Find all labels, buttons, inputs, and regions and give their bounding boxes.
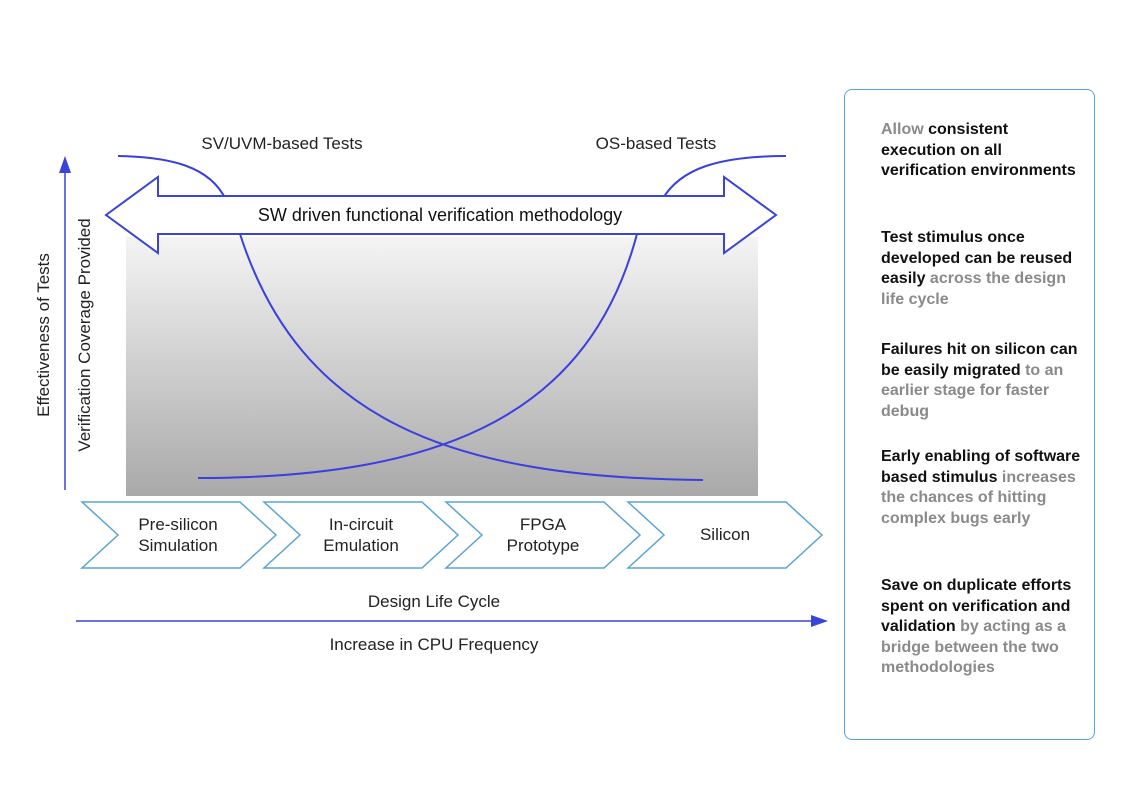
benefit-muted-text: to an earlier stage for faster debug <box>881 361 1064 420</box>
design-life-cycle-label: Design Life Cycle <box>368 592 500 611</box>
stage-label-line2: Simulation <box>138 536 217 555</box>
methodology-arrow-label: SW driven functional verification method… <box>258 205 622 225</box>
stage-silicon: Silicon <box>626 501 824 569</box>
benefit-item: Test stimulus once developed can be reus… <box>881 228 1086 310</box>
benefit-bold-text: Test stimulus once developed can be reus… <box>881 229 1073 287</box>
stage-label-line2: Prototype <box>507 536 580 555</box>
methodology-double-arrow <box>104 175 778 255</box>
stage-label-line1: FPGA <box>520 515 567 534</box>
benefit-bold-text: consistent execution on all verification… <box>881 121 1076 179</box>
benefit-item: Failures hit on silicon can be easily mi… <box>881 340 1086 422</box>
y-axis-label-coverage: Verification Coverage Provided <box>75 218 94 451</box>
benefit-item: Early enabling of software based stimulu… <box>881 447 1086 529</box>
y-axis-arrow <box>59 156 71 490</box>
benefit-muted-text: Allow <box>881 121 929 138</box>
benefit-bold-text: Early enabling of software based stimulu… <box>881 448 1081 486</box>
benefits-panel: Allow consistent execution on all verifi… <box>844 89 1095 740</box>
x-axis-arrow <box>76 615 828 627</box>
stage-fpga-prototype: FPGA Prototype <box>444 501 642 569</box>
coverage-area <box>126 237 758 496</box>
stage-label-line1: Pre-silicon <box>138 515 217 534</box>
benefit-muted-text: increases the chances of hitting complex… <box>881 468 1076 527</box>
stage-label-line2: Emulation <box>323 536 399 555</box>
stage-label-line1: Silicon <box>700 525 750 544</box>
cpu-frequency-label: Increase in CPU Frequency <box>330 635 539 654</box>
benefit-muted-text: by acting as a bridge between the two me… <box>881 618 1066 676</box>
sv-uvm-tests-label: SV/UVM-based Tests <box>201 134 362 153</box>
os-curve <box>197 233 638 479</box>
benefit-bold-text: Failures hit on silicon can be easily mi… <box>881 341 1078 379</box>
os-curve-top <box>661 155 787 201</box>
benefit-bold-text: Save on duplicate efforts spent on verif… <box>881 577 1072 635</box>
sv-uvm-curve <box>239 233 704 481</box>
stage-label-line1: In-circuit <box>329 515 394 534</box>
stage-pre-silicon-simulation: Pre-silicon Simulation <box>80 501 278 569</box>
sv-uvm-curve-top <box>117 155 227 201</box>
benefit-item: Save on duplicate efforts spent on verif… <box>881 576 1086 679</box>
os-tests-label: OS-based Tests <box>596 134 717 153</box>
y-axis-label-effectiveness: Effectiveness of Tests <box>34 253 53 417</box>
benefit-muted-text: across the design life cycle <box>881 270 1066 308</box>
benefit-item: Allow consistent execution on all verifi… <box>881 120 1086 182</box>
stage-in-circuit-emulation: In-circuit Emulation <box>262 501 460 569</box>
